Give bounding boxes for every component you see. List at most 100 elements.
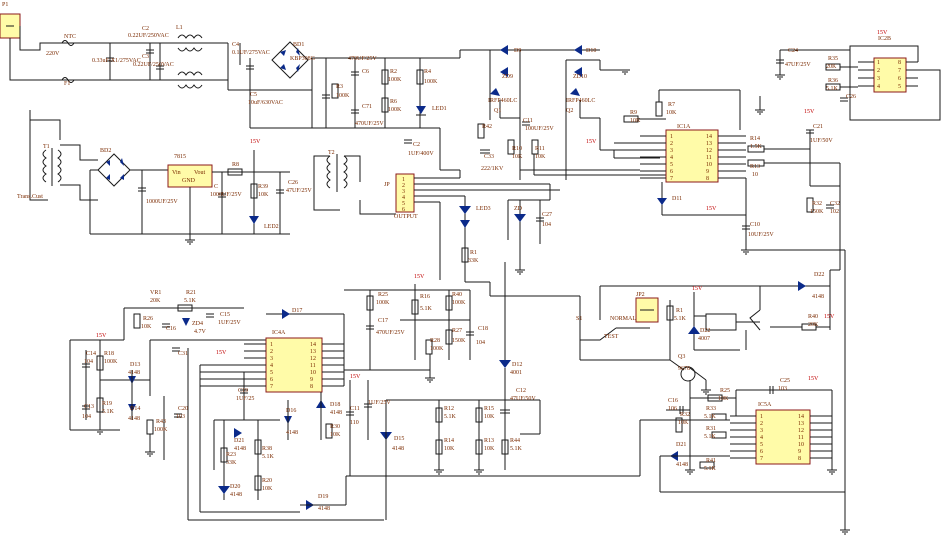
pin: 11 <box>798 435 804 441</box>
component-label: R32 <box>812 201 822 207</box>
component-label: 15V <box>692 286 703 292</box>
component-label: C26 <box>846 94 856 100</box>
component-label: C4 <box>232 42 239 48</box>
component-label: D10 <box>586 48 596 54</box>
pin: 2 <box>877 68 880 74</box>
component-label: C24 <box>788 48 798 54</box>
component-label: T2 <box>328 150 335 156</box>
corner-tag: P1 <box>2 2 8 8</box>
component-label: JP <box>384 182 390 188</box>
component-label: 20K <box>808 322 819 328</box>
component-label: R44 <box>510 438 520 444</box>
component-label: S1 <box>576 316 582 322</box>
component-label: 104 <box>542 222 551 228</box>
component-label: OUTPUT <box>394 214 418 220</box>
component-label: NTC <box>64 34 76 40</box>
component-label: ZD <box>514 206 523 212</box>
component-label: D17 <box>292 308 302 314</box>
component-label: R40 <box>452 292 462 298</box>
component-label: 10K <box>484 446 495 452</box>
pin: 1 <box>877 60 880 66</box>
transformer-t2 <box>313 154 396 215</box>
component-label: 7815 <box>174 154 186 160</box>
ground-symbols <box>95 69 850 535</box>
component-label: Trans.Cust <box>17 194 43 200</box>
pin: 2 <box>760 421 763 427</box>
component-label: R36 <box>828 78 838 84</box>
resistors-row1 <box>331 69 424 113</box>
component-label: C19 <box>238 388 248 394</box>
component-label: 15V <box>824 314 835 320</box>
component-label: Q1 <box>494 108 501 114</box>
pin: 9 <box>706 169 709 175</box>
component-label: 5.1K <box>420 306 433 312</box>
component-label: R30 <box>330 424 340 430</box>
component-label: D22 <box>700 328 710 334</box>
component-label: D20 <box>230 484 240 490</box>
component-label: 0.22UF/250VAC <box>128 33 169 39</box>
component-label: Vout <box>194 170 206 176</box>
component-label: 5.1K <box>102 409 115 415</box>
component-label: D12 <box>512 362 522 368</box>
component-label: 5.1K <box>262 454 275 460</box>
component-label: 100K <box>388 77 402 83</box>
pin: 8 <box>706 176 709 182</box>
component-label: 4148 <box>234 446 246 452</box>
component-label: 470UF/25V <box>348 56 377 62</box>
pin: 4 <box>670 155 673 161</box>
component-label: IC1A <box>677 124 691 130</box>
pin: 5 <box>402 201 405 207</box>
component-label: R1 <box>676 308 683 314</box>
component-label: 5.1K <box>444 414 457 420</box>
component-label: 1UF/25V <box>368 400 391 406</box>
component-label: JP2 <box>636 292 645 298</box>
component-label: R33 <box>706 406 716 412</box>
component-label: R19 <box>102 401 112 407</box>
component-label: 1UF/25 <box>236 396 254 402</box>
component-label: R21 <box>186 290 196 296</box>
component-label: Q3 <box>678 354 685 360</box>
component-label: C2 <box>142 26 149 32</box>
component-label: 20K <box>826 64 837 70</box>
mosfet-stage <box>477 45 761 176</box>
component-label: 10K <box>444 446 455 452</box>
component-label: Q2 <box>566 108 573 114</box>
component-label: C16 <box>668 398 678 404</box>
component-label: 1UF/25V <box>218 320 241 326</box>
component-label: R40 <box>808 314 818 320</box>
component-label: C26 <box>288 180 298 186</box>
component-label: 220V <box>46 51 60 57</box>
component-label: R43 <box>156 419 166 425</box>
pin: 14 <box>798 414 804 420</box>
component-label: R13 <box>484 438 494 444</box>
component-label: R25 <box>720 388 730 394</box>
component-label: C17 <box>378 318 388 324</box>
component-label: 5.1K <box>184 298 197 304</box>
component-label: Vin <box>172 170 181 176</box>
component-label: D18 <box>330 402 340 408</box>
component-label: VR1 <box>150 290 161 296</box>
ic1a-pins: 1 2 3 4 5 6 7 14 13 12 11 10 9 8 <box>670 134 712 182</box>
component-label: IRFP460LC <box>566 98 595 104</box>
component-label: R42 <box>482 124 492 130</box>
component-label: 10K <box>718 396 729 402</box>
component-label: 100K <box>452 300 466 306</box>
pin: 13 <box>798 421 804 427</box>
component-label: C15 <box>220 312 230 318</box>
component-label: 10K <box>141 324 152 330</box>
pin: 5 <box>270 370 273 376</box>
component-label: 1UF/50V <box>810 138 833 144</box>
component-label: 4001 <box>510 370 522 376</box>
component-label: C11 <box>350 406 360 412</box>
pin: 2 <box>270 349 273 355</box>
component-label: BD2 <box>100 148 111 154</box>
component-label: D21 <box>676 442 686 448</box>
ic5a-chip <box>640 380 845 493</box>
component-label: 0.22UF/250VAC <box>133 62 174 68</box>
pin: 8 <box>798 456 801 462</box>
component-label: 10K <box>666 110 677 116</box>
component-label: 4148 <box>392 446 404 452</box>
component-label: 100K <box>154 427 168 433</box>
pin: 12 <box>310 356 316 362</box>
